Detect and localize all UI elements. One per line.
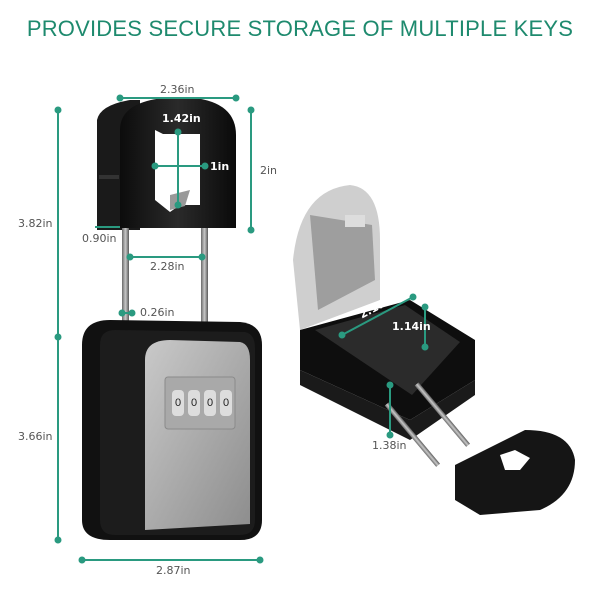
total-height-label: 3.82in [18,217,53,230]
combination-dial[interactable]: 0 [172,390,184,416]
shackle-opening-height-label: 1in [210,160,230,173]
right-cable [201,228,208,324]
combination-dial[interactable]: 0 [188,390,200,416]
shackle-height-label: 2in [260,164,278,177]
left-lockbox-body [82,320,262,540]
body-height-label: 3.66in [18,430,53,443]
right-lockbox-open [293,185,475,440]
combination-dial[interactable]: 0 [204,390,216,416]
cable-spacing-label: 2.28in [150,260,185,273]
combination-dial[interactable]: 0 [220,390,232,416]
cable-diameter-label: 0.26in [140,306,175,319]
left-cable [122,228,129,324]
body-width-label: 2.87in [156,564,191,577]
right-shackle [455,430,575,515]
headline: PROVIDES SECURE STORAGE OF MULTIPLE KEYS [26,16,574,41]
shackle-width-label: 2.36in [160,83,195,96]
shackle-opening-width-label: 1.42in [162,112,201,125]
dimension-lines [54,94,429,564]
body-depth-label: 1.38in [372,439,407,452]
interior-depth-label: 1.14in [392,320,431,333]
shackle-depth-label: 0.90in [82,232,117,245]
